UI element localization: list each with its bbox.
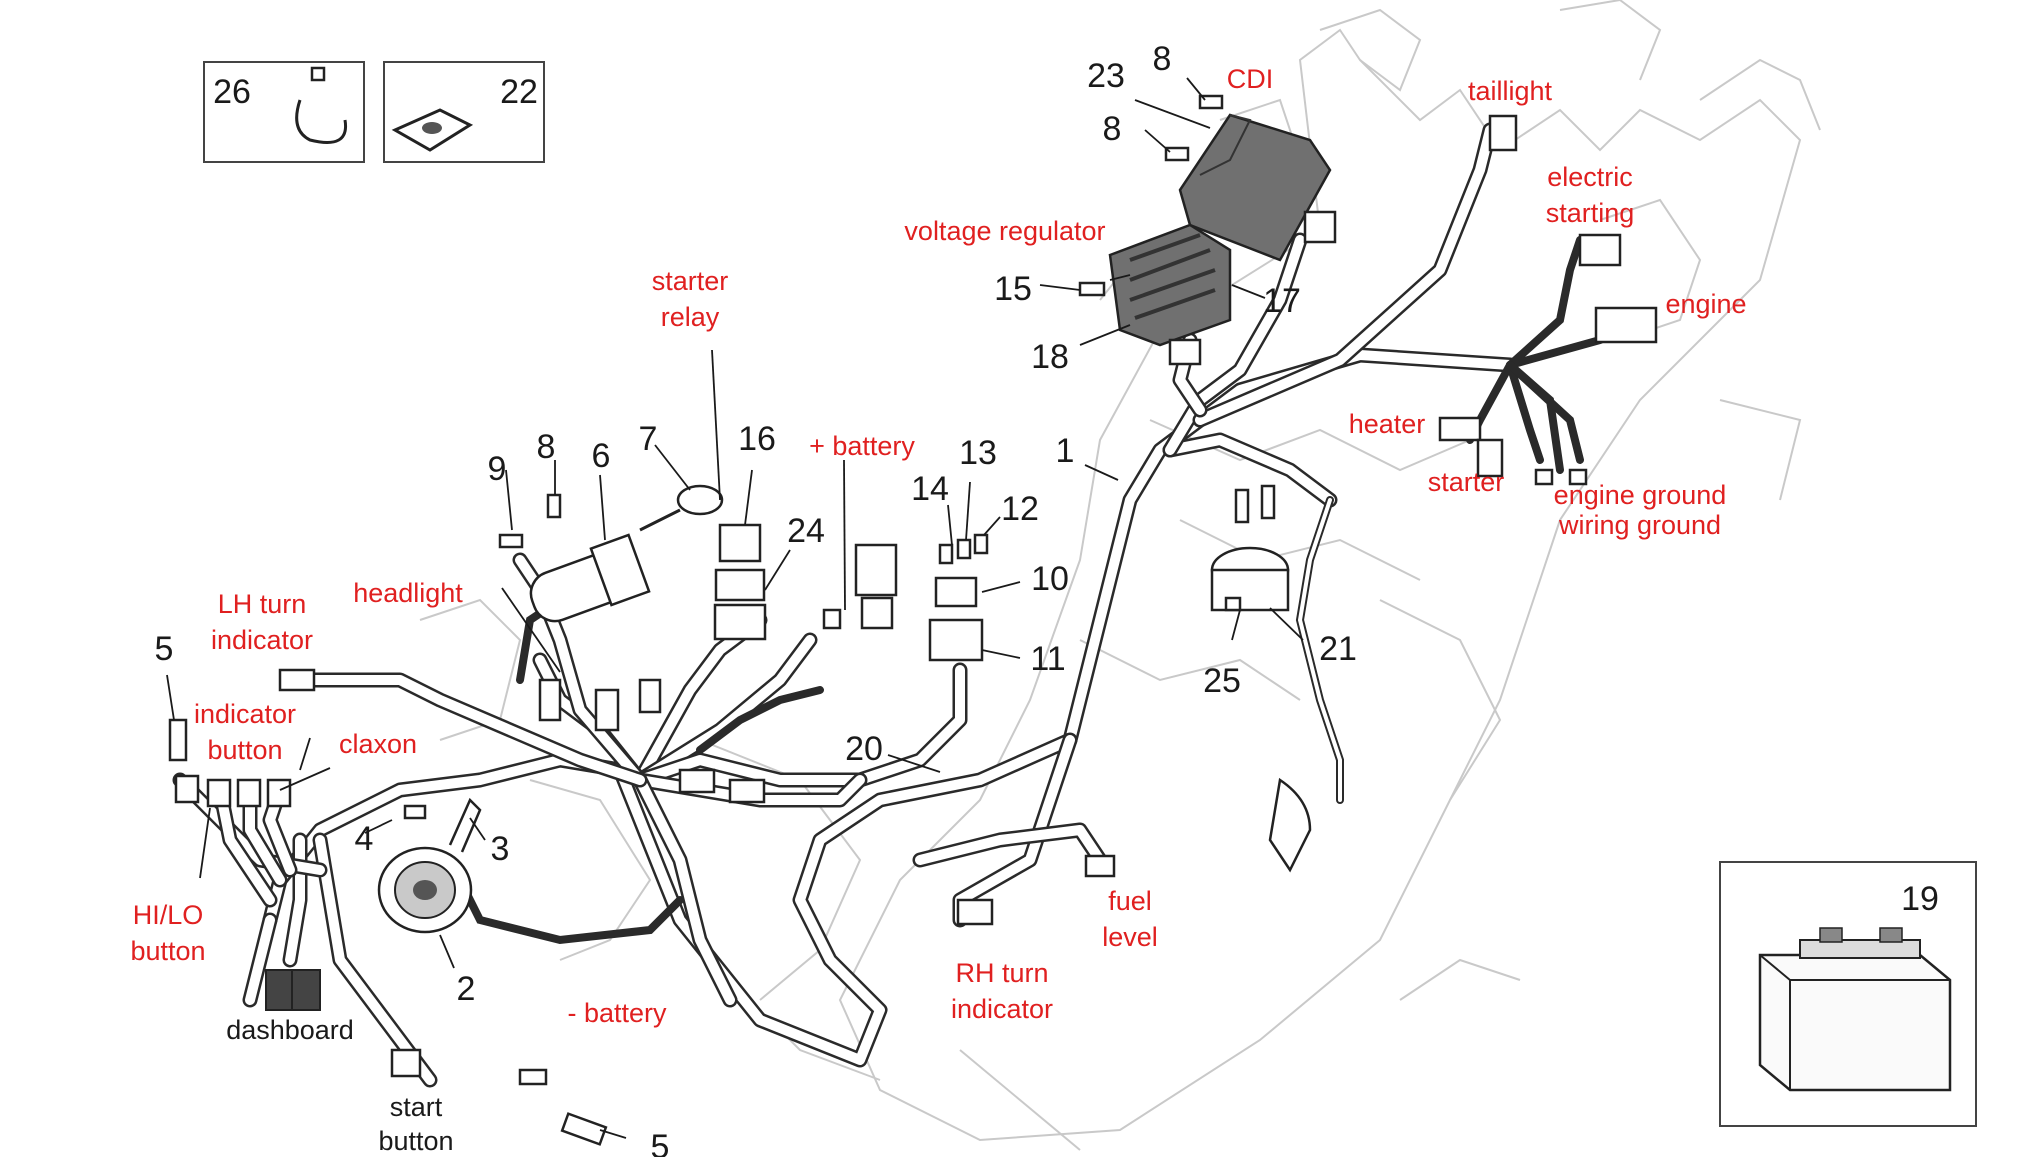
- part-number-26: 26: [213, 73, 251, 111]
- part-number-12: 12: [1001, 490, 1039, 528]
- part-number-20: 20: [845, 730, 883, 768]
- starter-relay-unit: [713, 523, 767, 641]
- label-taillight: taillight: [1468, 76, 1553, 106]
- label-lh-turn-indicator-2: indicator: [211, 625, 313, 655]
- label-cdi: CDI: [1227, 64, 1274, 94]
- label-lh-turn-indicator-1: LH turn: [218, 589, 307, 619]
- part-number-14: 14: [911, 470, 949, 508]
- part-number-13: 13: [959, 434, 997, 472]
- part-number-4: 4: [355, 820, 374, 858]
- part-number-23: 23: [1087, 57, 1125, 95]
- label-heater: heater: [1349, 409, 1426, 439]
- label-start-button-2: button: [378, 1126, 453, 1156]
- label-starter: starter: [1428, 467, 1505, 497]
- clip-inset: [383, 61, 545, 163]
- label-claxon: claxon: [339, 729, 417, 759]
- part-number-16: 16: [738, 420, 776, 458]
- leader-lines: [166, 77, 1304, 1139]
- part-number-17: 17: [1263, 282, 1301, 320]
- label-engine: engine: [1665, 289, 1746, 319]
- fuse-box: [854, 533, 989, 662]
- label-starter-relay-1: starter: [652, 266, 729, 296]
- part-number-5-bottom: 5: [651, 1128, 670, 1157]
- label-electric-starting-1: electric: [1547, 162, 1633, 192]
- part-number-1: 1: [1056, 432, 1075, 470]
- component-labels: CDI taillight electric starting voltage …: [130, 64, 1746, 1156]
- part-number-5-top: 5: [155, 630, 174, 668]
- part-number-10: 10: [1031, 560, 1069, 598]
- label-minus-battery: - battery: [567, 998, 667, 1028]
- label-headlight: headlight: [353, 578, 463, 608]
- part-number-15: 15: [994, 270, 1032, 308]
- part-number-11: 11: [1030, 640, 1065, 678]
- cdi-unit: [1164, 94, 1337, 262]
- label-dashboard: dashboard: [226, 1015, 354, 1045]
- label-hi-lo-button-1: HI/LO: [133, 900, 204, 930]
- label-engine-ground: engine ground: [1554, 480, 1727, 510]
- battery-inset: [1719, 861, 1977, 1127]
- part-number-6: 6: [592, 437, 611, 475]
- label-indicator-button-2: button: [207, 735, 282, 765]
- part-number-18: 18: [1031, 338, 1069, 376]
- part-number-8-cdi-side: 8: [1103, 110, 1122, 148]
- label-rh-turn-indicator-2: indicator: [951, 994, 1053, 1024]
- part-number-2: 2: [457, 970, 476, 1008]
- part-number-3: 3: [491, 830, 510, 868]
- label-fuel-level-2: level: [1102, 922, 1158, 952]
- label-fuel-level-1: fuel: [1108, 886, 1152, 916]
- label-start-button-1: start: [390, 1092, 443, 1122]
- part-number-7: 7: [639, 420, 658, 458]
- voltage-regulator-unit: [1078, 223, 1232, 366]
- part-number-8-ignition: 8: [537, 428, 556, 466]
- part-number-9: 9: [488, 450, 507, 488]
- part-number-21: 21: [1319, 630, 1357, 668]
- label-indicator-button-1: indicator: [194, 699, 296, 729]
- horn: [377, 797, 482, 934]
- part-number-22: 22: [500, 73, 538, 111]
- label-voltage-regulator: voltage regulator: [904, 216, 1105, 246]
- connectors: [168, 114, 1658, 1146]
- label-plus-battery: + battery: [809, 431, 915, 461]
- clamp-inset: [203, 61, 365, 163]
- part-number-19: 19: [1901, 880, 1939, 918]
- ignition-switch: [498, 484, 724, 623]
- part-numbers: 26 22 23 8 8 15 17 18 1 9 8 6 7 16 24 13…: [155, 40, 1939, 1162]
- label-starter-relay-2: relay: [661, 302, 720, 332]
- label-hi-lo-button-2: button: [130, 936, 205, 966]
- label-electric-starting-2: starting: [1546, 198, 1635, 228]
- part-number-25: 25: [1203, 662, 1241, 700]
- starter-solenoid: [1210, 484, 1312, 873]
- part-number-24: 24: [787, 512, 825, 550]
- label-wiring-ground: wiring ground: [1558, 510, 1721, 540]
- part-number-8-cdi-top: 8: [1153, 40, 1172, 78]
- label-rh-turn-indicator-1: RH turn: [955, 958, 1048, 988]
